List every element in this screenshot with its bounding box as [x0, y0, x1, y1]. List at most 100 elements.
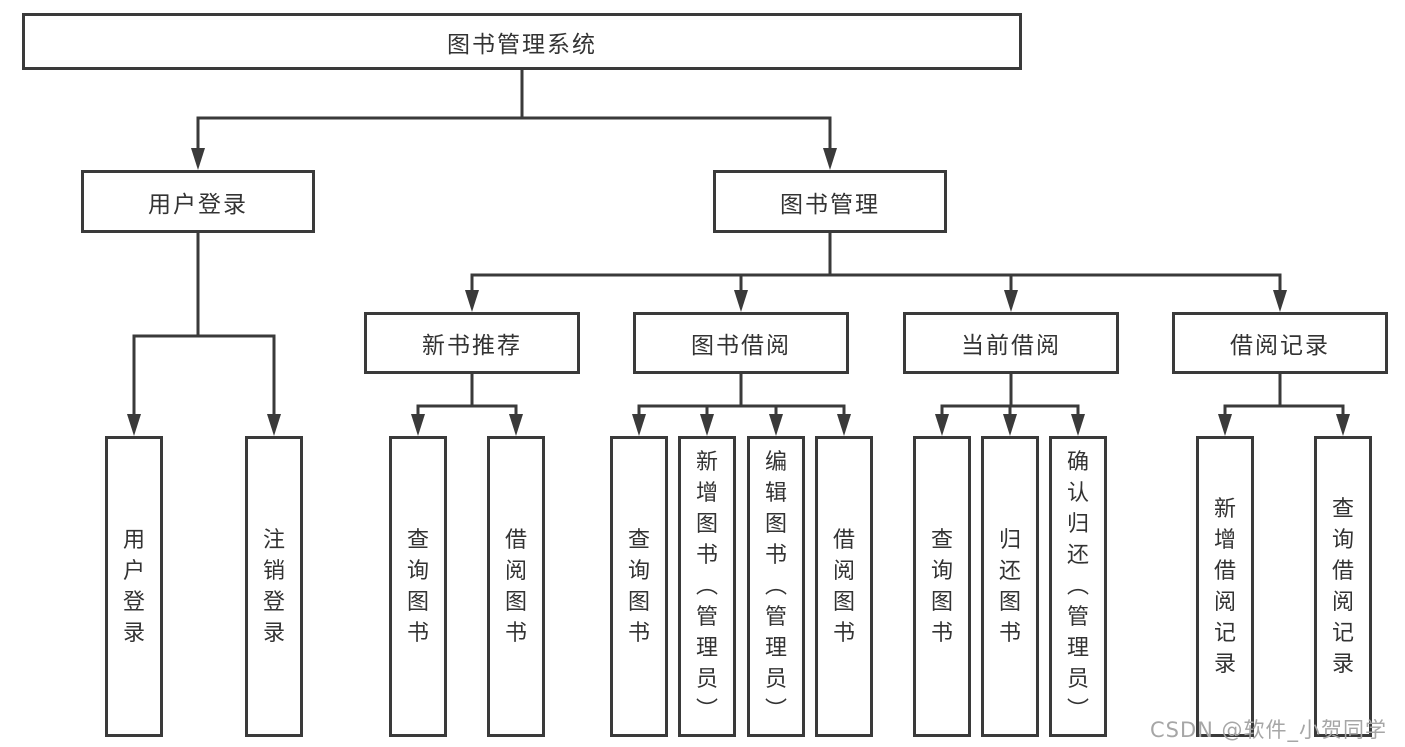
- node-borrow-records-label: 借阅记录: [1230, 333, 1330, 359]
- vertical-glyph: 登: [262, 589, 285, 615]
- node-leaf-cb-confirm-return-label: 确认归还︵管理员︶: [1067, 447, 1089, 726]
- vertical-glyph: 理: [695, 636, 718, 661]
- vertical-glyph: 查: [627, 527, 650, 553]
- vertical-glyph: 增: [695, 481, 718, 506]
- vertical-glyph: 辑: [764, 481, 787, 506]
- vertical-glyph: 书: [627, 620, 650, 646]
- vertical-glyph: 还: [1066, 543, 1089, 568]
- vertical-glyph: 书: [695, 543, 718, 568]
- node-leaf-cb-return-books: 归还图书: [981, 436, 1039, 737]
- vertical-glyph: 查: [1331, 496, 1354, 522]
- arrowhead-icon: [935, 414, 949, 436]
- node-book-borrow-label: 图书借阅: [691, 333, 791, 359]
- csdn-watermark: CSDN @软件_小贺同学: [1150, 718, 1388, 742]
- node-user-login-label: 用户登录: [148, 191, 248, 218]
- vertical-glyph: 归: [998, 527, 1021, 553]
- vertical-glyph: ︵: [695, 574, 718, 599]
- node-borrow-records: 借阅记录: [1172, 312, 1388, 374]
- arrowhead-icon: [267, 414, 281, 436]
- node-leaf-bb-search-books: 查询图书: [610, 436, 668, 737]
- node-leaf-nb-borrow-books: 借阅图书: [487, 436, 545, 737]
- vertical-glyph: ︶: [1066, 698, 1089, 723]
- vertical-glyph: 新: [695, 450, 718, 475]
- vertical-glyph: 理: [764, 636, 787, 661]
- node-new-book-recommend: 新书推荐: [364, 312, 580, 374]
- node-root-label: 图书管理系统: [447, 31, 597, 58]
- vertical-glyph: 图: [998, 589, 1021, 615]
- vertical-glyph: 还: [998, 558, 1021, 584]
- vertical-glyph: 图: [406, 589, 429, 615]
- vertical-glyph: 询: [930, 558, 953, 584]
- arrowhead-icon: [411, 414, 425, 436]
- vertical-glyph: 图: [695, 512, 718, 537]
- node-leaf-cb-search-books: 查询图书: [913, 436, 971, 737]
- vertical-glyph: 借: [1331, 558, 1354, 584]
- vertical-glyph: 登: [122, 589, 145, 615]
- vertical-glyph: 询: [627, 558, 650, 584]
- arrowhead-icon: [700, 414, 714, 436]
- vertical-glyph: 询: [406, 558, 429, 584]
- node-book-management: 图书管理: [713, 170, 947, 233]
- vertical-glyph: 阅: [1213, 589, 1236, 615]
- node-leaf-bb-search-books-label: 查询图书: [628, 525, 650, 649]
- arrowhead-icon: [769, 414, 783, 436]
- node-user-login: 用户登录: [81, 170, 315, 233]
- node-leaf-br-add-record: 新增借阅记录: [1196, 436, 1254, 737]
- node-leaf-bb-add-books: 新增图书︵管理员︶: [678, 436, 736, 737]
- node-leaf-nb-search-books: 查询图书: [389, 436, 447, 737]
- vertical-glyph: 记: [1213, 620, 1236, 646]
- vertical-glyph: 图: [627, 589, 650, 615]
- vertical-glyph: 图: [764, 512, 787, 537]
- node-book-management-label: 图书管理: [780, 191, 880, 218]
- vertical-glyph: ︵: [764, 574, 787, 599]
- node-new-book-recommend-label: 新书推荐: [422, 333, 522, 359]
- arrowhead-icon: [823, 148, 837, 170]
- vertical-glyph: 记: [1331, 620, 1354, 646]
- arrowhead-icon: [509, 414, 523, 436]
- node-leaf-bb-edit-books: 编辑图书︵管理员︶: [747, 436, 805, 737]
- vertical-glyph: 借: [832, 527, 855, 553]
- node-leaf-cb-confirm-return: 确认归还︵管理员︶: [1049, 436, 1107, 737]
- arrowhead-icon: [1071, 414, 1085, 436]
- node-leaf-user-login: 用户登录: [105, 436, 163, 737]
- node-book-borrow: 图书借阅: [633, 312, 849, 374]
- vertical-glyph: 增: [1213, 527, 1236, 553]
- arrowhead-icon: [127, 414, 141, 436]
- node-root: 图书管理系统: [22, 13, 1022, 70]
- arrowhead-icon: [734, 290, 748, 312]
- node-leaf-logout: 注销登录: [245, 436, 303, 737]
- vertical-glyph: 员: [695, 667, 718, 692]
- vertical-glyph: 注: [262, 527, 285, 553]
- vertical-glyph: 录: [262, 620, 285, 646]
- vertical-glyph: 书: [832, 620, 855, 646]
- node-leaf-br-search-record: 查询借阅记录: [1314, 436, 1372, 737]
- vertical-glyph: 录: [1331, 651, 1354, 677]
- vertical-glyph: 录: [1213, 651, 1236, 677]
- vertical-glyph: 查: [406, 527, 429, 553]
- vertical-glyph: 书: [930, 620, 953, 646]
- vertical-glyph: 编: [764, 450, 787, 475]
- vertical-glyph: 查: [930, 527, 953, 553]
- node-leaf-bb-borrow-books-label: 借阅图书: [833, 525, 855, 649]
- node-leaf-br-add-record-label: 新增借阅记录: [1214, 494, 1236, 680]
- node-current-borrow: 当前借阅: [903, 312, 1119, 374]
- vertical-glyph: 书: [406, 620, 429, 646]
- arrowhead-icon: [1218, 414, 1232, 436]
- vertical-glyph: 新: [1213, 496, 1236, 522]
- node-leaf-cb-search-books-label: 查询图书: [931, 525, 953, 649]
- vertical-glyph: 用: [122, 527, 145, 553]
- node-leaf-logout-label: 注销登录: [263, 525, 285, 649]
- node-leaf-bb-edit-books-label: 编辑图书︵管理员︶: [765, 447, 787, 726]
- arrowhead-icon: [465, 290, 479, 312]
- vertical-glyph: 录: [122, 620, 145, 646]
- arrowhead-icon: [632, 414, 646, 436]
- vertical-glyph: ︶: [764, 698, 787, 723]
- node-leaf-nb-search-books-label: 查询图书: [407, 525, 429, 649]
- vertical-glyph: 确: [1066, 450, 1089, 475]
- arrowhead-icon: [1003, 414, 1017, 436]
- vertical-glyph: 认: [1066, 481, 1089, 506]
- arrowhead-icon: [191, 148, 205, 170]
- vertical-glyph: 户: [122, 558, 145, 584]
